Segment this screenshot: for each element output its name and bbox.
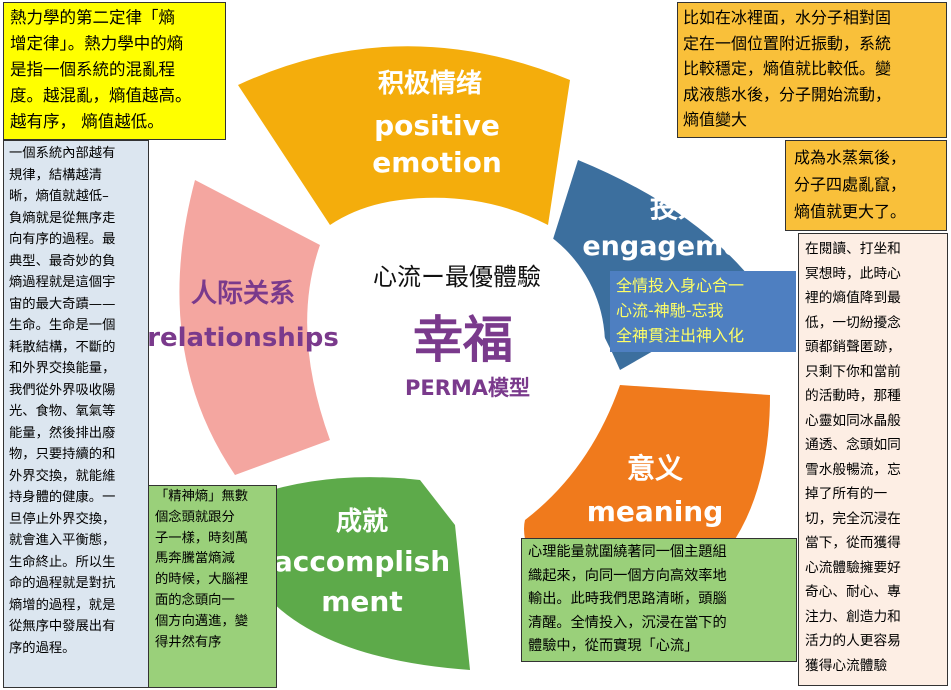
segment-relationships	[179, 180, 330, 475]
segment-meaning	[524, 385, 770, 580]
engagement-zh-label: 投入	[650, 191, 706, 224]
meaning-en-label: meaning	[587, 495, 724, 528]
note-negative-entropy-life: 一個系統內部越有 規律，結構越清 晰，熵值就越低– 負熵就是從無序走 向有序的過…	[3, 140, 149, 688]
accomplishment-en-label-1: accomplish	[274, 545, 450, 578]
note-mental-energy: 心理能量就圍繞著同一個主題組 織起來，向同一個方向高效率地 輸出。此時我們思路清…	[521, 538, 797, 662]
positive-en-label-2: emotion	[372, 146, 502, 179]
segment-accomplishment	[255, 477, 470, 670]
segment-positive-emotion	[238, 46, 570, 226]
positive-zh-label: 积极情绪	[378, 68, 482, 99]
note-vapor: 成為水蒸氣後， 分子四處亂竄， 熵值就更大了。	[785, 140, 947, 231]
center-title: 心流ー最優體驗	[373, 263, 541, 291]
engagement-en-label: engagement	[582, 231, 773, 262]
center-subtitle: PERMA模型	[405, 376, 531, 400]
meaning-zh-label: 意义	[627, 452, 683, 485]
accomplishment-en-label-2: ment	[321, 585, 402, 618]
center-circle	[335, 210, 605, 480]
note-mental-entropy: 「精神熵」無數 個念頭就跟分 子一樣，時刻萬 馬奔騰當熵減 的時候，大腦裡 面的…	[148, 485, 277, 688]
center-main-title: 幸福	[413, 311, 513, 369]
positive-en-label-1: positive	[374, 109, 500, 142]
accomplishment-zh-label: 成就	[336, 507, 388, 537]
relationships-zh-label: 人际关系	[191, 279, 295, 309]
note-flow-meditation: 在閱讀、打坐和 冥想時，此時心 裡的熵值降到最 低，一切紛擾念 頭都銷聲匿跡， …	[798, 233, 948, 686]
relationships-en-label: relationships	[147, 323, 339, 353]
note-ice-water: 比如在冰裡面，水分子相對固 定在一個位置附近振動，系統 比較穩定，熵值就比較低。…	[677, 2, 947, 138]
note-flow-definition: 全情投入身心合一 心流-神馳-忘我 全神貫注出神入化	[610, 271, 796, 352]
note-entropy-law: 熱力學的第二定律「熵 增定律」。熱力學中的熵 是指一個系統的混亂程 度。越混亂，…	[3, 2, 226, 140]
